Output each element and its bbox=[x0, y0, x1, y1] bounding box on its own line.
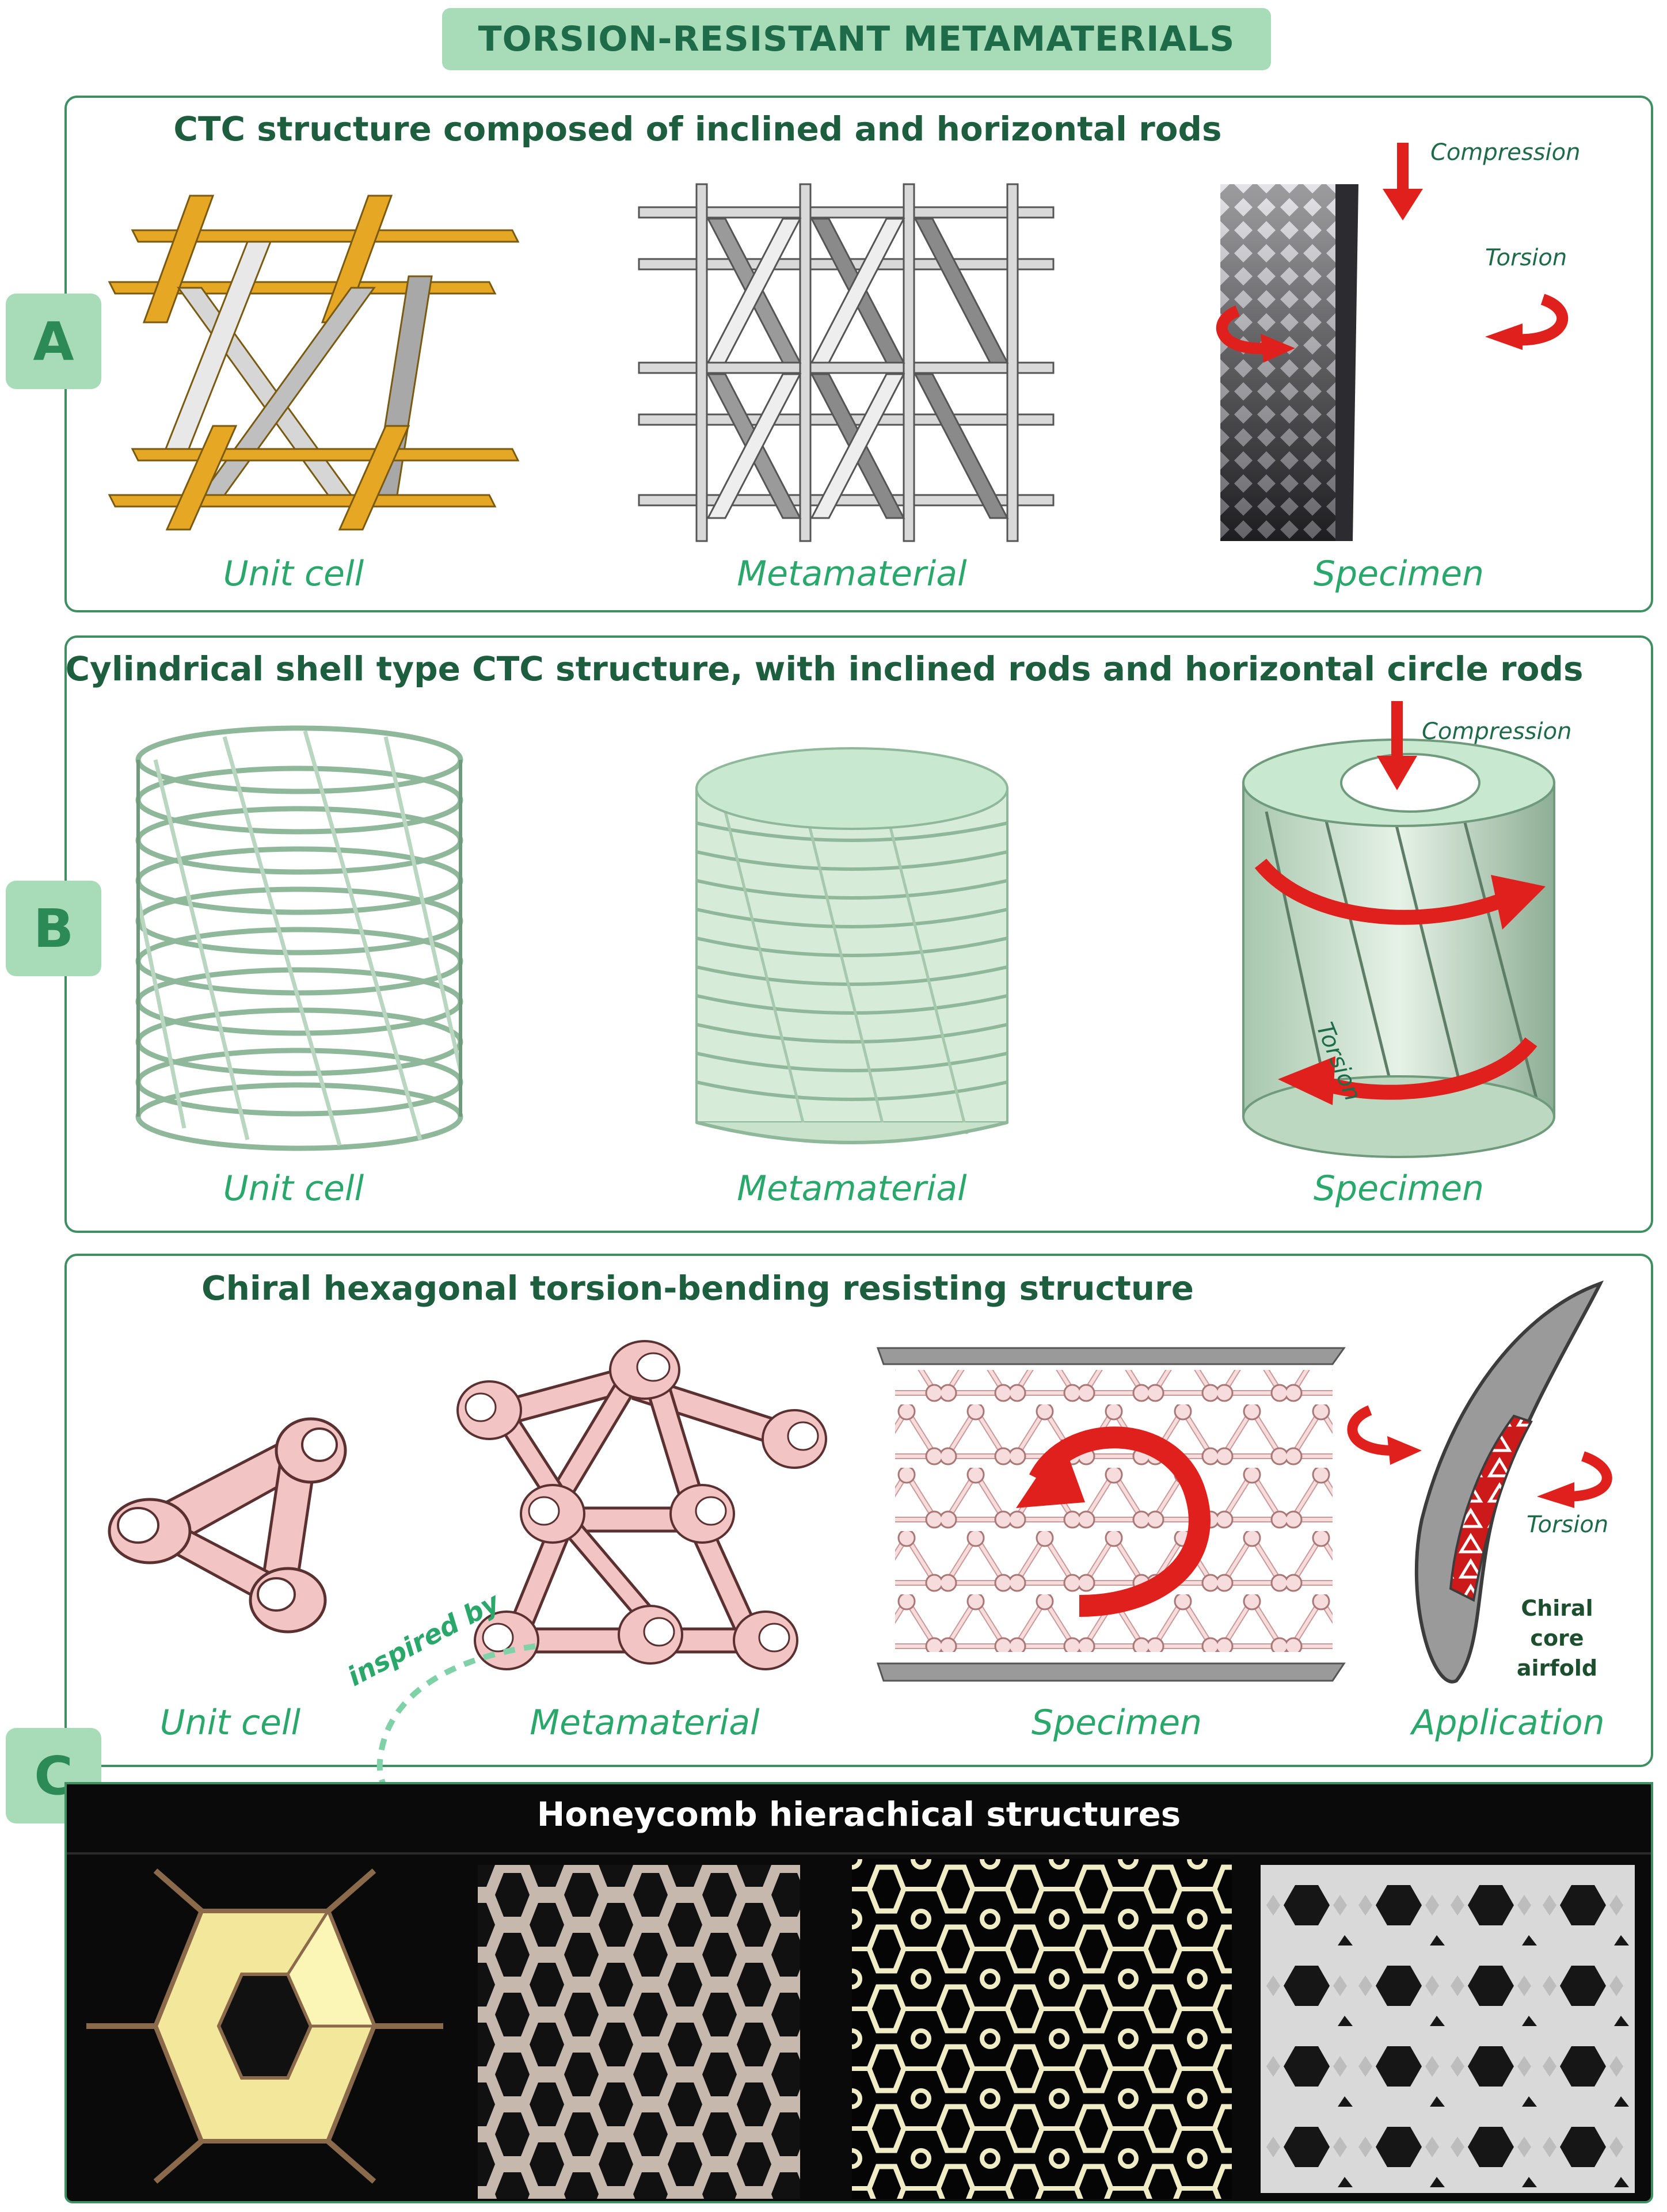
honeycomb-title: Honeycomb hierachical structures bbox=[536, 1795, 1181, 1834]
panel-b-compression-label: Compression bbox=[1422, 718, 1572, 745]
panel-c-application-figure bbox=[1414, 1280, 1604, 1684]
badge-a: A bbox=[6, 294, 101, 389]
rotation-arrow-icon bbox=[1278, 1037, 1537, 1105]
rotation-arrow-icon bbox=[1347, 1405, 1422, 1465]
arrow-down-icon bbox=[1383, 143, 1423, 220]
panel-c-caption-metamaterial: Metamaterial bbox=[530, 1703, 760, 1743]
panel-a-specimen-figure bbox=[1220, 184, 1358, 541]
honeycomb-lattice-figure-3 bbox=[1261, 1865, 1635, 2193]
chiral-label-line-2: core bbox=[1530, 1625, 1584, 1651]
panel-c-specimen-figure bbox=[876, 1347, 1346, 1682]
panel-b-metamaterial-figure bbox=[695, 747, 1008, 1144]
panel-b-caption-unit-cell: Unit cell bbox=[223, 1168, 364, 1209]
rotation-arrow-icon bbox=[1485, 294, 1569, 350]
panel-c-unit-cell-figure bbox=[108, 1417, 347, 1634]
panel-b-unit-cell-figure bbox=[135, 725, 463, 1151]
panel-a-caption-specimen: Specimen bbox=[1313, 554, 1485, 594]
panel-c-caption-application: Application bbox=[1411, 1703, 1605, 1743]
panel-c-chiral-label: Chiral core airfold bbox=[1508, 1593, 1606, 1683]
panel-a-torsion-label: Torsion bbox=[1485, 245, 1567, 271]
chiral-label-line-1: Chiral bbox=[1521, 1596, 1593, 1621]
panel-c-torsion-label: Torsion bbox=[1527, 1512, 1609, 1538]
rotation-arrow-icon bbox=[1216, 305, 1295, 363]
rotation-arrow-icon bbox=[1254, 858, 1546, 930]
honeycomb-title-divider bbox=[67, 1852, 1651, 1855]
chiral-label-line-3: airfold bbox=[1516, 1655, 1598, 1681]
panel-a-metamaterial-figure bbox=[638, 183, 1055, 542]
rotation-arrow-icon bbox=[1537, 1451, 1612, 1508]
panel-a-caption-unit-cell: Unit cell bbox=[223, 554, 364, 594]
panel-c bbox=[64, 1254, 1653, 1767]
panel-a-caption-metamaterial: Metamaterial bbox=[737, 554, 967, 594]
panel-b-caption-metamaterial: Metamaterial bbox=[737, 1168, 967, 1209]
panel-c-caption-unit-cell: Unit cell bbox=[159, 1703, 301, 1743]
honeycomb-lattice-figure-2 bbox=[852, 1859, 1232, 2199]
panel-b-title: Cylindrical shell type CTC structure, wi… bbox=[65, 649, 1584, 688]
panel-a-compression-label: Compression bbox=[1430, 139, 1581, 166]
badge-b: B bbox=[6, 881, 101, 976]
panel-a bbox=[64, 96, 1653, 612]
panel-c-title: Chiral hexagonal torsion-bending resisti… bbox=[201, 1269, 1194, 1308]
panel-c-metamaterial-figure bbox=[456, 1340, 827, 1670]
honeycomb-lattice-figure-1 bbox=[478, 1865, 800, 2199]
panel-c-caption-specimen: Specimen bbox=[1031, 1703, 1202, 1743]
panel-a-unit-cell-figure bbox=[108, 195, 520, 531]
panel-b-caption-specimen: Specimen bbox=[1313, 1168, 1485, 1209]
arrow-down-icon bbox=[1377, 701, 1417, 790]
main-title: TORSION-RESISTANT METAMATERIALS bbox=[442, 8, 1271, 70]
panel-a-title: CTC structure composed of inclined and h… bbox=[173, 109, 1222, 149]
honeycomb-cell-figure bbox=[86, 1868, 443, 2184]
